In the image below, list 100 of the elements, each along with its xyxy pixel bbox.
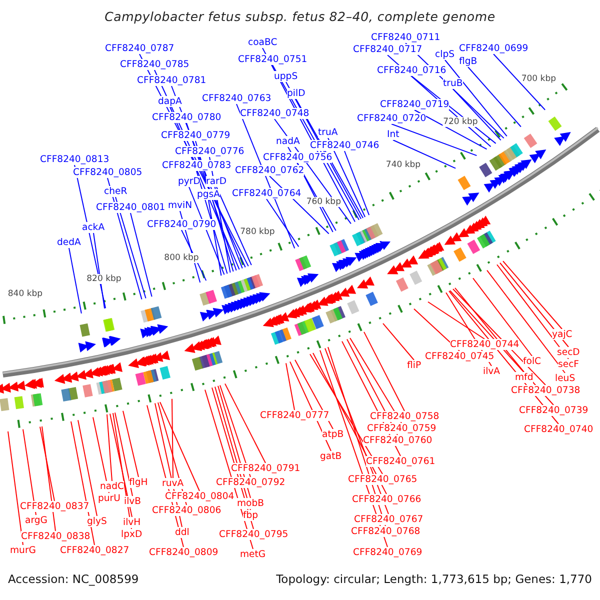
leader-line xyxy=(468,66,522,128)
leader-line xyxy=(502,260,562,330)
gene-label: flgB xyxy=(459,56,478,67)
leader-line xyxy=(106,414,112,482)
leader-line xyxy=(216,186,252,266)
leader-line xyxy=(486,270,566,374)
gene-label: CFF8240_0787 xyxy=(105,43,174,54)
gene-label: CFF8240_0785 xyxy=(120,59,190,70)
gene-label: CFF8240_0762 xyxy=(235,165,304,176)
gene-label: CFF8240_0809 xyxy=(149,547,218,558)
gene-label: yajC xyxy=(552,329,572,340)
gene-label: mviN xyxy=(168,200,192,211)
gene-label: CFF8240_0777 xyxy=(260,410,330,421)
gene-label: CFF8240_0763 xyxy=(202,93,272,104)
leader-line xyxy=(115,196,146,299)
leader-line xyxy=(452,88,502,141)
gene-label: ddl xyxy=(175,527,190,538)
leader-line xyxy=(224,383,266,464)
gene-label: CFF8240_0717 xyxy=(353,44,422,55)
gene-label: CFF8240_0827 xyxy=(60,545,130,556)
gene-label: CFF8240_0766 xyxy=(352,494,422,505)
gene-label: leuS xyxy=(555,373,576,384)
gene-label: CFF8240_0792 xyxy=(216,477,286,488)
leader-line xyxy=(350,337,402,424)
position-label: 780 kbp xyxy=(240,226,275,237)
diagram-title: Campylobacter fetus subsp. fetus 82–40, complete genome xyxy=(104,9,496,24)
leader-line xyxy=(74,164,106,309)
gene-label: glyS xyxy=(87,516,107,527)
gene-label: dapA xyxy=(158,96,182,107)
gene-label: CFF8240_0764 xyxy=(232,188,302,199)
gene-label: fliP xyxy=(407,360,422,371)
gene-label: mobB xyxy=(237,498,264,509)
leader-line xyxy=(364,331,405,412)
leader-line xyxy=(493,54,546,110)
leader-line xyxy=(428,301,485,340)
position-label: 740 kbp xyxy=(386,160,421,170)
leader-line xyxy=(328,138,366,218)
leader-line xyxy=(172,398,174,478)
leader-line xyxy=(444,60,508,137)
gene-label: ilvH xyxy=(123,517,141,528)
gene-label: CFF8240_0699 xyxy=(459,43,528,54)
leader-line xyxy=(472,278,532,356)
gene-label: ruvA xyxy=(162,478,184,489)
leader-line xyxy=(68,248,82,314)
gene-label: lpxD xyxy=(121,529,142,540)
accession-note: Accession: NC_008599 xyxy=(8,572,139,586)
gene-label: metG xyxy=(240,549,266,560)
leader-line xyxy=(344,150,370,216)
gene-label: CFF8240_0768 xyxy=(351,526,420,537)
leader-line xyxy=(310,354,383,474)
leader-line xyxy=(158,402,187,506)
gene-label: CFF8240_0783 xyxy=(162,160,232,171)
leader-line xyxy=(496,264,569,360)
gene-label: CFF8240_0759 xyxy=(367,423,436,434)
gene-label: cheR xyxy=(104,186,128,197)
leader-line xyxy=(266,198,300,248)
gene-label: CFF8240_0805 xyxy=(73,167,142,178)
position-label: 700 kbp xyxy=(521,74,556,84)
gene-label: CFF8240_0739 xyxy=(519,405,588,416)
gene-label: pilD xyxy=(287,88,306,99)
gene-label: truB xyxy=(443,78,463,89)
leader-line xyxy=(114,412,133,496)
gene-label: rarD xyxy=(206,176,227,187)
gene-label: nadA xyxy=(276,136,300,147)
gene-label: CFF8240_0760 xyxy=(363,435,432,446)
gene-label: CFF8240_0765 xyxy=(348,474,418,485)
gene-label: folC xyxy=(523,356,542,367)
leader-line xyxy=(122,410,139,478)
gene-label: Int xyxy=(387,129,400,140)
gene-label: CFF8240_0781 xyxy=(137,75,206,86)
gene-label: CFF8240_0719 xyxy=(380,99,450,110)
gene-label: nadC xyxy=(100,481,124,492)
leader-line xyxy=(188,186,225,276)
gene-label: CFF8240_0716 xyxy=(377,65,446,76)
gene-label: CFF8240_0746 xyxy=(310,140,380,151)
gene-label: CFF8240_0758 xyxy=(370,411,440,422)
position-label: 820 kbp xyxy=(86,274,122,284)
leader-line xyxy=(78,420,98,516)
gene-label: CFF8240_0779 xyxy=(161,130,230,141)
gene-label: atpB xyxy=(322,429,344,440)
gene-label: CFF8240_0838 xyxy=(21,531,90,542)
leader-line xyxy=(382,322,414,360)
genome-summary: Topology: circular; Length: 1,773,615 bp; Genes: 1,770 xyxy=(276,572,592,586)
leader-line xyxy=(452,288,546,386)
gene-label: argG xyxy=(25,515,48,526)
leader-line xyxy=(70,420,95,546)
leader-line xyxy=(220,384,251,478)
gene-label: CFF8240_0748 xyxy=(240,108,310,119)
gene-label: murG xyxy=(10,545,36,556)
gene-label: truA xyxy=(318,127,338,138)
leader-line xyxy=(392,140,456,169)
leader-line xyxy=(42,426,56,532)
gene-label: CFF8240_0740 xyxy=(524,424,594,435)
gene-label: ilvB xyxy=(124,496,142,507)
leader-line xyxy=(130,212,152,298)
leader-line xyxy=(93,232,106,309)
position-label: 720 kbp xyxy=(443,117,478,128)
gene-label: CFF8240_0791 xyxy=(231,463,300,474)
leader-line xyxy=(107,178,142,300)
gene-label: CFF8240_0751 xyxy=(238,54,308,65)
